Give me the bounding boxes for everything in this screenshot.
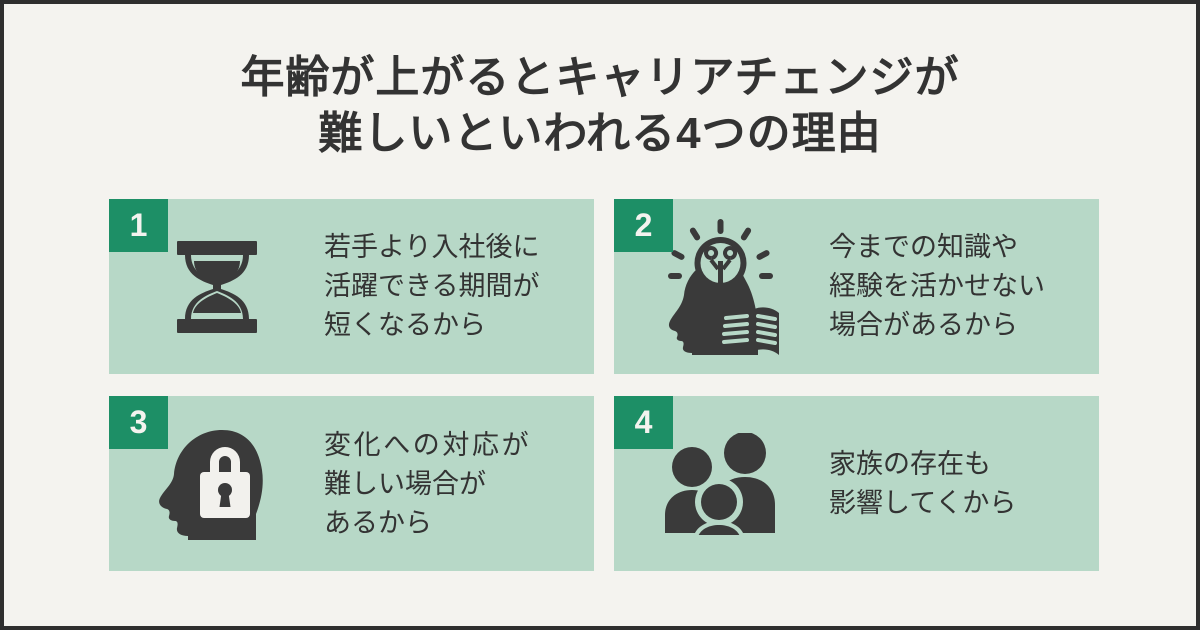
reason-card-1: 1 若手より入社後に 活躍できる期間が 短くなるから bbox=[109, 199, 594, 374]
family-icon bbox=[614, 396, 829, 571]
reason-text-4: 家族の存在も 影響してくから bbox=[829, 445, 1099, 523]
reason-card-4: 4 bbox=[614, 396, 1099, 571]
reason-text-3-line-2: 難しい場合が bbox=[324, 469, 486, 499]
head-lock-icon bbox=[109, 396, 324, 571]
reason-text-1-line-2: 活躍できる期間が bbox=[324, 271, 540, 301]
head-lightbulb-book-icon bbox=[614, 199, 829, 374]
reason-text-3-line-3: あるから bbox=[324, 508, 432, 538]
reason-text-3: 変化への対応が 難しい場合が あるから bbox=[324, 426, 594, 543]
reason-text-3-line-1: 変化への対応が bbox=[324, 430, 532, 460]
reason-badge-4: 4 bbox=[614, 396, 673, 449]
reason-card-grid: 1 若手より入社後に 活躍できる期間が 短くなるから bbox=[109, 199, 1099, 571]
reason-text-2-line-3: 場合があるから bbox=[829, 310, 1018, 340]
reason-text-1-line-1: 若手より入社後に bbox=[324, 232, 540, 262]
reason-text-2-line-1: 今までの知識や bbox=[829, 232, 1018, 262]
page-title-line-1: 年齢が上がるとキャリアチェンジが bbox=[240, 53, 960, 102]
reason-card-2: 2 bbox=[614, 199, 1099, 374]
reason-badge-3: 3 bbox=[109, 396, 168, 449]
poster-canvas: 年齢が上がるとキャリアチェンジが 難しいといわれる4つの理由 1 若手より入 bbox=[4, 4, 1196, 626]
reason-text-2: 今までの知識や 経験を活かせない 場合があるから bbox=[829, 228, 1099, 345]
reason-text-4-line-1: 家族の存在も bbox=[829, 448, 991, 479]
page-title: 年齢が上がるとキャリアチェンジが 難しいといわれる4つの理由 bbox=[4, 50, 1196, 162]
reason-text-2-line-2: 経験を活かせない bbox=[829, 271, 1045, 301]
hourglass-icon bbox=[109, 199, 324, 374]
reason-card-3: 3 変化への対応が 難しい場合が bbox=[109, 396, 594, 571]
reason-text-1-line-3: 短くなるから bbox=[324, 310, 486, 340]
reason-badge-2: 2 bbox=[614, 199, 673, 252]
reason-badge-1: 1 bbox=[109, 199, 168, 252]
page-title-line-2: 難しいといわれる4つの理由 bbox=[318, 109, 882, 158]
reason-text-4-line-2: 影響してくから bbox=[829, 487, 1017, 518]
reason-text-1: 若手より入社後に 活躍できる期間が 短くなるから bbox=[324, 228, 594, 345]
